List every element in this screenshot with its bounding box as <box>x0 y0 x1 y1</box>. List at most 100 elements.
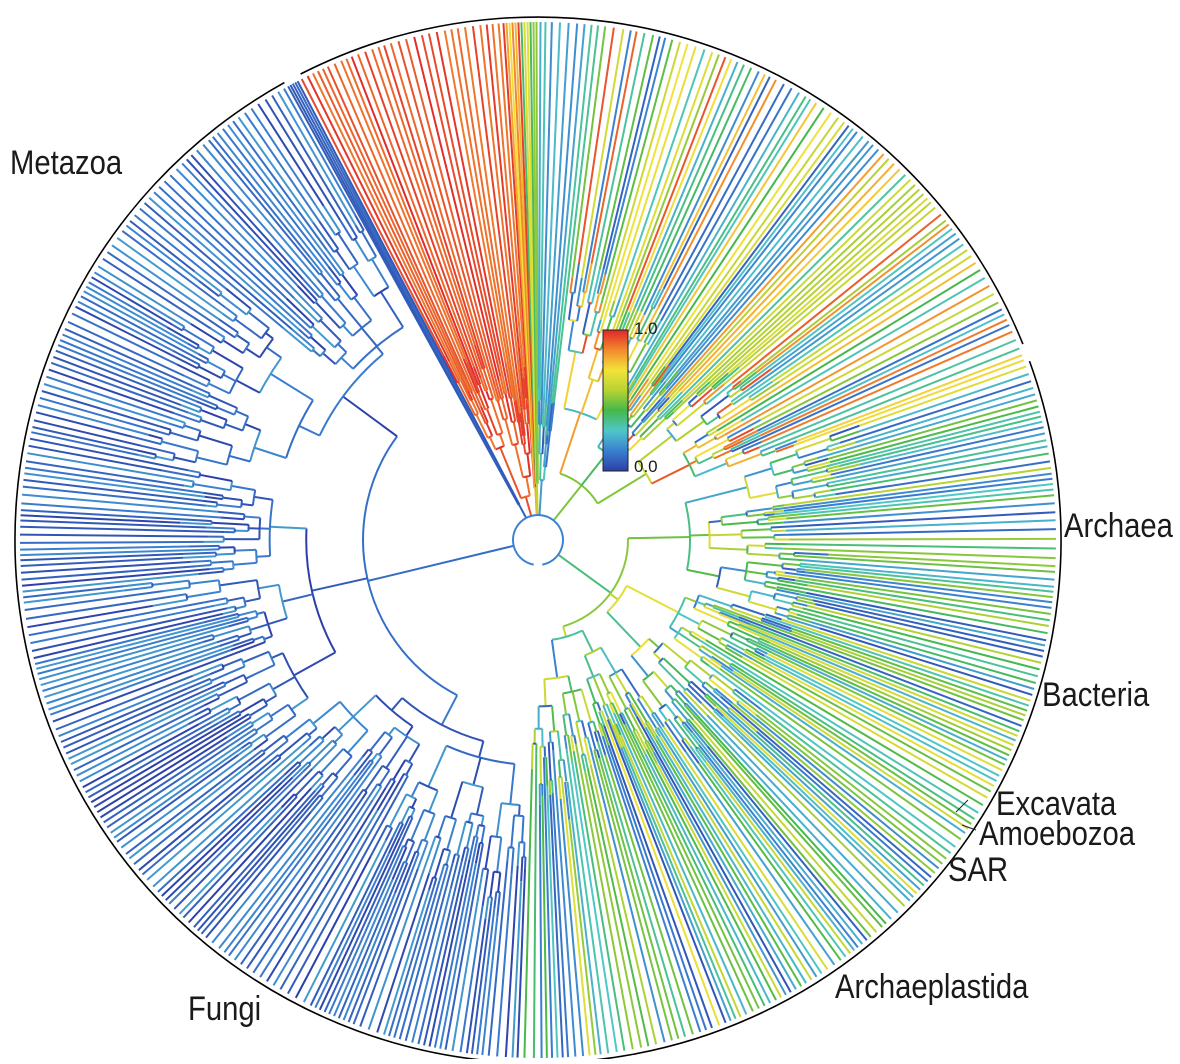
tree-branch <box>256 556 270 557</box>
tree-branch <box>215 603 228 606</box>
tree-branch <box>376 695 413 726</box>
tree-branch <box>721 517 722 525</box>
tree-branch <box>31 432 138 455</box>
tree-branch <box>491 836 502 837</box>
tree-branch <box>497 803 502 837</box>
tree-branch <box>256 550 257 563</box>
tree-branch <box>709 521 722 522</box>
tree-branch <box>783 564 800 566</box>
tree-branch <box>513 515 563 565</box>
tree-branch <box>554 26 598 403</box>
tree-branch <box>770 454 797 463</box>
tree-branch <box>588 737 591 747</box>
tree-branch <box>793 602 807 606</box>
tree-branch <box>429 877 433 890</box>
tree-branch <box>239 684 270 701</box>
tree-branch <box>20 542 204 543</box>
tree-branch <box>53 654 234 722</box>
tree-branch <box>395 728 420 745</box>
tree-branch <box>183 423 185 428</box>
tree-branch <box>173 325 183 331</box>
tree-branch <box>198 520 212 521</box>
tree-branch <box>766 577 778 579</box>
tree-branch <box>278 92 355 225</box>
tree-branch <box>522 816 523 842</box>
tree-branch <box>170 433 198 441</box>
tree-branch <box>747 562 782 566</box>
tree-branch <box>710 548 748 550</box>
tree-branch <box>704 607 720 613</box>
tree-branch <box>162 442 199 452</box>
tree-branch <box>248 617 258 620</box>
tree-branch <box>544 757 545 788</box>
tree-branch <box>296 314 311 328</box>
tree-branch <box>518 842 520 866</box>
tree-branch <box>265 696 276 703</box>
tree-branch <box>38 405 149 435</box>
tree-branch <box>587 679 595 703</box>
color-scale-bar <box>603 330 628 471</box>
tree-branch <box>217 686 226 690</box>
tree-branch <box>563 715 566 735</box>
tree-branch <box>153 600 187 606</box>
tree-branch <box>526 477 530 496</box>
tree-branch <box>315 311 322 318</box>
tree-branch <box>748 545 765 546</box>
tree-branch <box>627 586 679 613</box>
tree-branch <box>171 594 186 596</box>
tree-branch <box>678 716 683 723</box>
tree-branch <box>486 836 491 869</box>
tree-branch <box>368 546 514 581</box>
tree-branch <box>312 578 367 590</box>
clade-label-fungi: Fungi <box>188 992 261 1026</box>
tree-branch <box>581 380 592 414</box>
tree-branch <box>698 628 720 640</box>
tree-branch <box>250 624 268 630</box>
tree-branch <box>235 606 245 608</box>
tree-branch <box>814 490 830 493</box>
tree-branch <box>670 627 678 633</box>
tree-branch <box>792 606 802 609</box>
tree-branch <box>77 715 195 775</box>
tree-branch <box>425 814 435 841</box>
tree-branch <box>287 299 314 325</box>
tree-branch <box>767 572 775 573</box>
tree-branch <box>273 677 295 689</box>
tree-branch <box>209 568 223 569</box>
tree-branch <box>230 368 243 393</box>
tree-branch <box>471 813 483 816</box>
tree-branch <box>206 528 234 529</box>
tree-branch <box>597 750 600 759</box>
tree-branch <box>466 822 473 824</box>
tree-branch <box>722 522 758 525</box>
tree-branch <box>260 358 282 393</box>
tree-branch <box>710 534 742 535</box>
tree-branch <box>628 537 690 538</box>
tree-branch <box>709 522 710 548</box>
tree-branch <box>198 347 210 354</box>
tree-branch <box>540 370 541 401</box>
tree-branch <box>695 463 727 476</box>
tree-branch <box>771 531 786 532</box>
tree-branch <box>220 294 246 314</box>
tree-branch <box>291 698 308 709</box>
tree-branch <box>269 652 275 665</box>
tree-branch <box>249 626 251 633</box>
tree-branch <box>20 535 209 537</box>
tree-branch <box>323 773 333 785</box>
color-scale-min-label: 0.0 <box>634 458 658 475</box>
tree-branch <box>649 639 659 648</box>
tree-branch <box>210 669 224 675</box>
tree-branch <box>306 529 335 653</box>
tree-branch <box>406 764 412 775</box>
tree-branch <box>211 561 233 563</box>
tree-branch <box>225 308 237 317</box>
tree-branch <box>227 446 232 465</box>
tree-branch <box>313 702 340 724</box>
tree-branch <box>282 594 312 601</box>
tree-branch <box>59 674 211 736</box>
tree-branch <box>324 206 341 232</box>
tree-branch <box>241 500 242 507</box>
tree-branch <box>298 81 520 504</box>
tree-branch <box>286 400 313 458</box>
